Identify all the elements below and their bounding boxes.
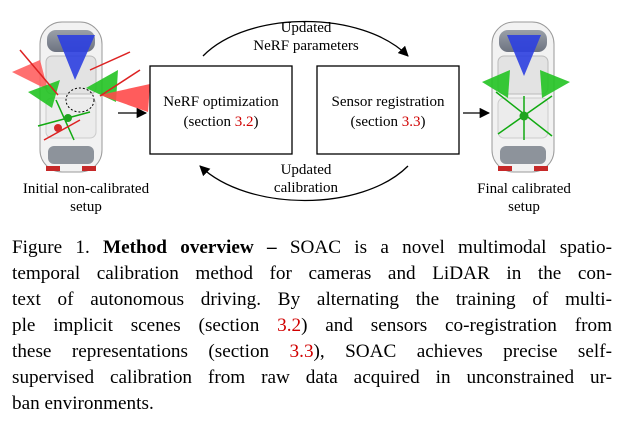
- nerf-optimization-box: [149, 65, 293, 155]
- caption-text: ) and sensors co-registration from: [301, 315, 612, 336]
- caption-line: text of autonomous driving. By alternati…: [12, 287, 612, 313]
- caption-line: ple implicit scenes (section 3.2) and se…: [12, 313, 612, 339]
- caption-text: SOAC is a novel multimodal spatio-: [276, 237, 612, 258]
- caption-text: Figure 1.: [12, 237, 104, 258]
- nerf-box-title: NeRF optimization: [163, 94, 279, 110]
- caption-text: text of autonomous driving. By alternati…: [12, 289, 612, 310]
- sensor-box-title: Sensor registration: [332, 94, 445, 110]
- nerf-box-subtitle: (section 3.2): [184, 114, 259, 130]
- lidar-calibrated-icon: [519, 111, 529, 121]
- caption-text: ), SOAC achieves precise self-: [313, 341, 613, 362]
- camera-frustum-red: [12, 60, 48, 90]
- camera-frustum-red-right: [100, 84, 150, 112]
- caption-section-ref: 3.2: [277, 315, 302, 336]
- final-setup-label-line2: setup: [508, 199, 540, 215]
- caption-text: temporal calibration method for cameras …: [12, 263, 612, 284]
- caption-line: temporal calibration method for cameras …: [12, 261, 612, 287]
- camera-frustum-green-left-calibrated: [482, 70, 510, 98]
- car-final-illustration: [482, 21, 570, 173]
- arrow-bottom-label-line2: calibration: [274, 180, 339, 196]
- caption-bold-title: Method overview –: [103, 237, 277, 258]
- sensor-registration-box: [316, 65, 460, 155]
- camera-frustum-blue-calibrated: [507, 35, 541, 76]
- arrow-bottom-label-line1: Updated: [281, 162, 332, 178]
- sensor-box-subtitle: (section 3.3): [351, 114, 426, 130]
- car-initial-illustration: [12, 21, 150, 173]
- caption-text: ban environments.: [12, 393, 154, 414]
- arrow-nerf-to-sensor-arc: [202, 20, 409, 57]
- caption-text: these representations (section: [12, 341, 290, 362]
- lidar-icon: [64, 114, 72, 122]
- initial-setup-label-line2: setup: [70, 199, 102, 215]
- method-overview-figure: NeRF optimization (section 3.2) Sensor r…: [12, 20, 571, 215]
- caption-text: supervised calibration from raw data acq…: [12, 367, 612, 388]
- arrow-top-label-line2: NeRF parameters: [253, 38, 359, 54]
- caption-line: Figure 1. Method overview – SOAC is a no…: [12, 235, 612, 261]
- caption-line: supervised calibration from raw data acq…: [12, 365, 612, 391]
- caption-line: ban environments.: [12, 391, 612, 417]
- lidar-misaligned-icon: [54, 124, 62, 132]
- caption-line: these representations (section 3.3), SOA…: [12, 339, 612, 365]
- camera-frustum-blue: [57, 35, 95, 80]
- initial-setup-label-line1: Initial non-calibrated: [23, 181, 150, 197]
- figure-caption: Figure 1. Method overview – SOAC is a no…: [12, 235, 612, 417]
- caption-section-ref: 3.3: [289, 341, 314, 362]
- arrow-sensor-to-nerf-arc: [199, 165, 409, 202]
- camera-frustum-green-right-calibrated: [540, 70, 570, 98]
- final-setup-label-line1: Final calibrated: [477, 181, 571, 197]
- arrow-top-label-line1: Updated: [281, 20, 332, 36]
- caption-text: ple implicit scenes (section: [12, 315, 278, 336]
